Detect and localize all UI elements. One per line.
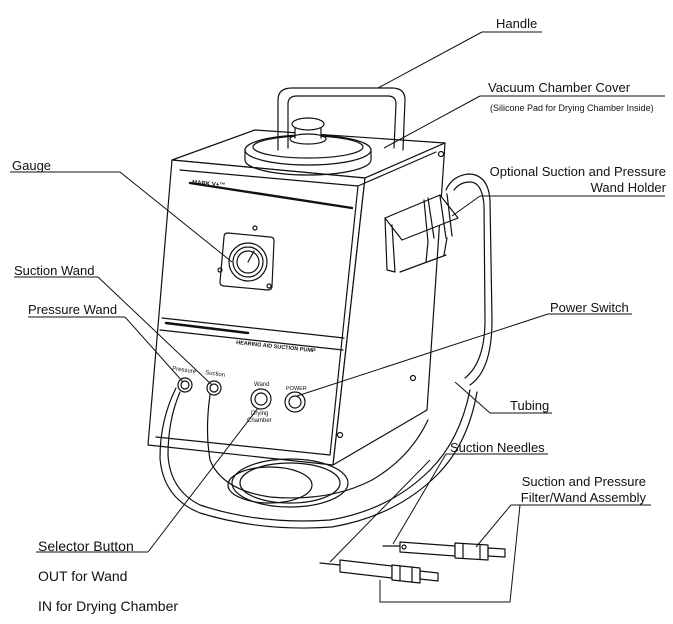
- label-holder-line1: Optional Suction and Pressure: [489, 164, 666, 179]
- port-suction-text: Suction: [205, 370, 226, 379]
- label-holder-line2: Wand Holder: [590, 180, 666, 195]
- tubing-shape: [159, 387, 478, 529]
- label-gauge: Gauge: [12, 158, 52, 173]
- label-selector-button: Selector Button: [38, 538, 134, 554]
- wand-holder-shape: [384, 173, 493, 386]
- wand-assembly-lower: [319, 559, 439, 584]
- label-power-switch: Power Switch: [550, 300, 629, 315]
- port-pressure-text: Pressure: [172, 366, 197, 375]
- wand-assembly-upper: [382, 541, 506, 561]
- vacuum-cover: [244, 117, 372, 176]
- gauge-shape: [217, 225, 275, 291]
- label-handle: Handle: [496, 16, 538, 31]
- ports: [177, 377, 222, 396]
- power-text: POWER: [286, 386, 307, 392]
- selector-drying-text-1: Drying: [251, 411, 268, 417]
- label-filter-line2: Filter/Wand Assembly: [520, 490, 646, 505]
- handle-shape: [277, 87, 406, 151]
- label-vacuum-cover-note: (Silicone Pad for Drying Chamber Inside): [490, 103, 654, 113]
- leader-lines: [10, 31, 665, 603]
- label-pressure-wand: Pressure Wand: [28, 302, 118, 317]
- label-suction-needles: Suction Needles: [450, 440, 545, 455]
- selector-drying-text-2: Chamber: [247, 418, 272, 424]
- label-suction-wand: Suction Wand: [14, 263, 95, 278]
- brand-text: MARK V+™: [192, 179, 226, 189]
- label-tubing: Tubing: [510, 398, 550, 413]
- buttons: [250, 388, 306, 413]
- label-out-for-wand: OUT for Wand: [38, 568, 128, 584]
- label-filter-line1: Suction and Pressure: [521, 474, 646, 489]
- label-vacuum-cover: Vacuum Chamber Cover: [488, 80, 631, 95]
- label-in-for-drying: IN for Drying Chamber: [38, 598, 179, 614]
- selector-wand-text: Wand: [254, 382, 269, 388]
